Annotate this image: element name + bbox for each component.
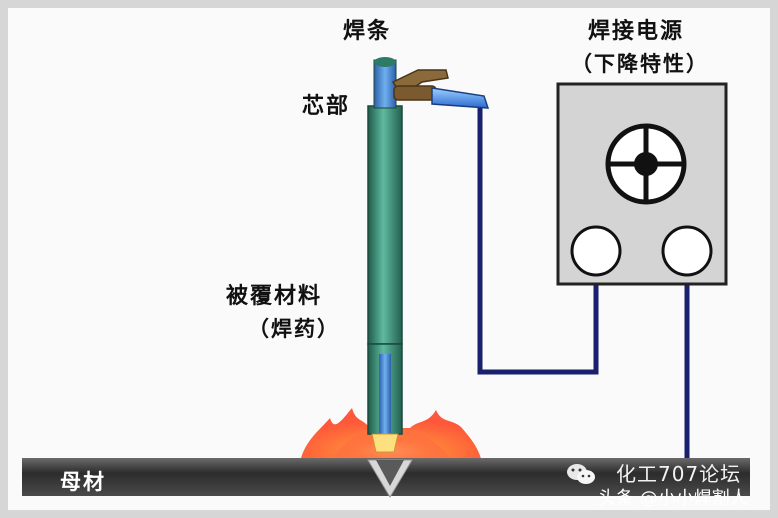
- rod-coating: [367, 105, 403, 345]
- terminal-right: [661, 225, 713, 277]
- cable-electrode: [477, 103, 599, 375]
- core-label: 芯部: [302, 94, 351, 119]
- terminal-left: [570, 225, 622, 277]
- rod-core-lower: [379, 354, 391, 434]
- rod-core-top: [373, 59, 397, 109]
- coating-sublabel: （焊药）: [248, 317, 340, 341]
- watermark-author: 头条 @小小焊割人: [598, 488, 748, 509]
- electrode-holder-icon: [391, 69, 490, 109]
- watermark-source: 化工707论坛: [616, 462, 742, 486]
- rod-tip: [371, 433, 399, 453]
- base-metal-plate: [22, 458, 750, 498]
- power-source-box: [556, 82, 728, 286]
- power-source-title: 焊接电源: [588, 19, 685, 44]
- base-metal-label: 母材: [60, 470, 106, 494]
- rod-label: 焊条: [343, 19, 392, 44]
- wechat-icon: [567, 464, 595, 484]
- coating-label: 被覆材料: [226, 284, 323, 309]
- power-source-subtitle: （下降特性）: [571, 52, 709, 76]
